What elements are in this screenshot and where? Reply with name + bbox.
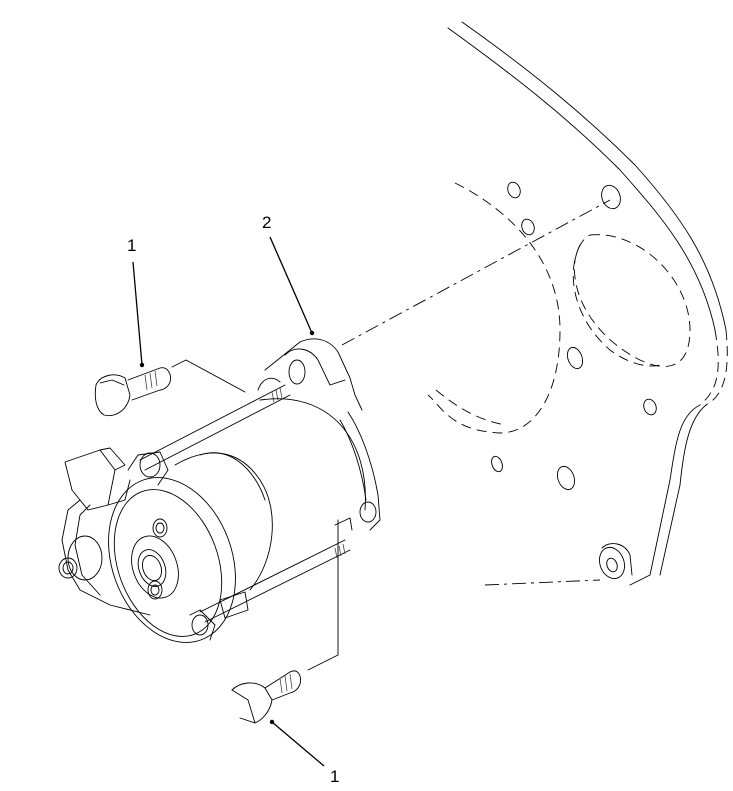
top-bolt-alignment-line xyxy=(171,359,246,393)
leader-line-1-top xyxy=(132,261,143,366)
callout-label-1-top: 1 xyxy=(127,236,137,255)
callout-label-1-bottom: 1 xyxy=(330,767,340,786)
leader-dot-1-bottom xyxy=(269,719,275,725)
leader-dot-1-top xyxy=(139,362,145,368)
starter-motor xyxy=(58,338,381,643)
bottom-bolt-alignment-line xyxy=(307,519,339,671)
callout-label-2: 2 xyxy=(262,213,272,232)
alignment-centerline xyxy=(341,199,611,346)
leader-line-2 xyxy=(269,236,313,334)
leader-line-1-bottom xyxy=(271,721,325,767)
bolt-bottom xyxy=(231,670,301,724)
leader-dot-2 xyxy=(309,330,315,336)
bolt-top xyxy=(94,367,171,417)
flywheel-housing xyxy=(427,21,728,586)
